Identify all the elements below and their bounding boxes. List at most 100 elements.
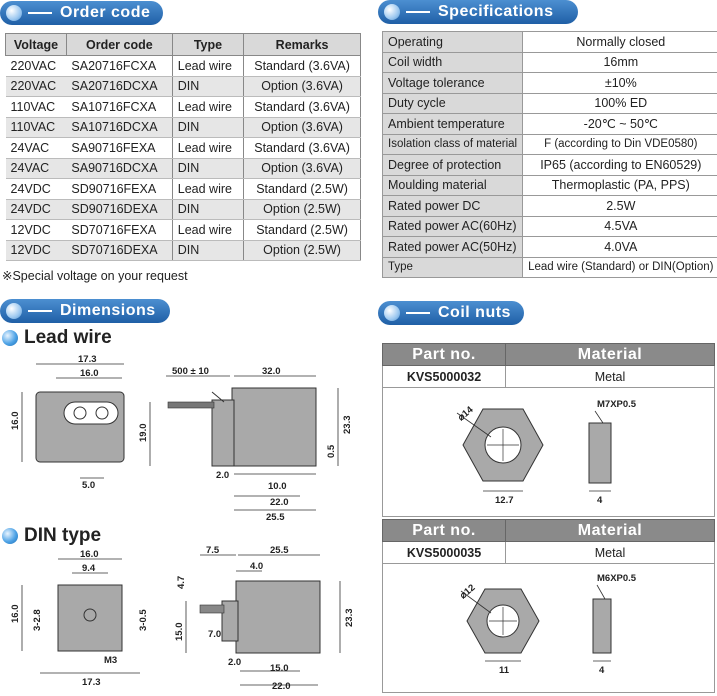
specifications-header: Specifications <box>378 0 578 24</box>
type-cell: Lead wire <box>172 220 243 241</box>
dim-d255: 25.5 <box>266 512 285 523</box>
din-side-view <box>236 581 320 653</box>
voltage-cell: 24VAC <box>6 138 67 159</box>
din-connector <box>222 601 238 641</box>
order-code-header: Order code <box>0 1 163 25</box>
nut-thick: 4 <box>599 665 605 676</box>
coil-nut-drawing-1: ⌀14 12.7 4 M7XP0.5 <box>382 387 715 517</box>
coil-nut-drawing-2: ⌀12 11 4 M6XP0.5 <box>382 563 715 693</box>
col-header: Voltage <box>6 34 67 56</box>
order-code-cell: SA10716DCXA <box>66 117 172 138</box>
spec-value: 100% ED <box>523 93 717 114</box>
dash-icon <box>406 11 430 13</box>
voltage-cell: 220VAC <box>6 56 67 77</box>
spec-row: Voltage tolerance±10% <box>383 73 717 94</box>
dim-d233: 23.3 <box>344 609 355 628</box>
remarks-cell: Option (3.6VA) <box>244 117 361 138</box>
nut-thick: 4 <box>597 495 603 506</box>
spec-value: 4.5VA <box>523 216 717 237</box>
bullet-icon <box>2 528 18 544</box>
type-cell: Lead wire <box>172 138 243 159</box>
dim-d40: 4.0 <box>250 561 263 572</box>
spec-key: Degree of protection <box>383 155 523 176</box>
voltage-cell: 24VDC <box>6 199 67 220</box>
spec-key: Duty cycle <box>383 93 523 114</box>
spec-value: Thermoplastic (PA, PPS) <box>523 175 717 196</box>
col-material-header: Material <box>506 520 715 542</box>
spec-key: Rated power DC <box>383 196 523 217</box>
dim-w1: 17.3 <box>78 354 97 365</box>
col-part-header: Part no. <box>383 344 506 366</box>
order-code-cell: SA10716FCXA <box>66 97 172 118</box>
spec-row: Ambient temperature-20℃ ~ 50℃ <box>383 114 717 135</box>
remarks-cell: Option (2.5W) <box>244 240 361 261</box>
col-part-header: Part no. <box>383 520 506 542</box>
spec-key: Rated power AC(60Hz) <box>383 216 523 237</box>
remarks-cell: Standard (3.6VA) <box>244 97 361 118</box>
spec-value: -20℃ ~ 50℃ <box>523 114 717 135</box>
spec-key: Coil width <box>383 52 523 73</box>
remarks-cell: Standard (2.5W) <box>244 220 361 241</box>
dim-d15: 15.0 <box>270 663 289 674</box>
order-code-cell: SD70716DEXA <box>66 240 172 261</box>
coil-nut-table-2: Part no. Material KVS5000035 Metal <box>382 519 715 564</box>
lead-wire-heading: Lead wire <box>2 327 112 349</box>
order-code-cell: SA20716FCXA <box>66 56 172 77</box>
dim-d22: 22.0 <box>272 681 291 692</box>
dim-bottom: 5.0 <box>82 480 95 491</box>
col-header: Type <box>172 34 243 56</box>
material: Metal <box>506 366 715 388</box>
nut-thread: M7XP0.5 <box>597 399 637 410</box>
order-code-cell: SA90716DCXA <box>66 158 172 179</box>
spec-key: Operating <box>383 32 523 53</box>
voltage-cell: 24VAC <box>6 158 67 179</box>
dim-pin: 3-0.5 <box>138 609 149 631</box>
nut-dia: ⌀12 <box>458 582 478 601</box>
voltage-cell: 12VDC <box>6 220 67 241</box>
nut-side-view <box>593 599 611 653</box>
bullet-icon <box>384 305 400 321</box>
type-cell: DIN <box>172 117 243 138</box>
dash-icon <box>28 12 52 14</box>
spec-value: Normally closed <box>523 32 717 53</box>
remarks-cell: Option (2.5W) <box>244 199 361 220</box>
din-drawing: 16.0 9.4 16.0 3-2.8 3-0.5 M3 17.3 7.5 25… <box>0 545 370 694</box>
dim-w2: 9.4 <box>82 563 96 574</box>
order-code-cell: SD90716FEXA <box>66 179 172 200</box>
dim-side: 3-2.8 <box>32 609 43 631</box>
din-front-view <box>58 585 122 651</box>
col-header: Order code <box>66 34 172 56</box>
lead-wire-drawing: 17.3 16.0 16.0 5.0 500 ± 10 32.0 19.0 23… <box>0 350 370 525</box>
dim-d255: 25.5 <box>270 545 289 556</box>
nut-dia: ⌀14 <box>456 404 476 423</box>
dim-w2: 16.0 <box>80 368 99 379</box>
spec-value: F (according to Din VDE0580) <box>523 134 717 155</box>
order-code-cell: SD90716DEXA <box>66 199 172 220</box>
nut-width: 12.7 <box>495 495 514 506</box>
dim-lead: 500 ± 10 <box>172 366 209 377</box>
spec-row: Rated power AC(50Hz)4.0VA <box>383 237 717 258</box>
dim-d70: 7.0 <box>208 629 221 640</box>
spec-key: Moulding material <box>383 175 523 196</box>
dim-w3: 17.3 <box>82 677 101 688</box>
lead-wire <box>168 402 214 408</box>
dim-d150: 15.0 <box>174 623 185 642</box>
type-cell: DIN <box>172 240 243 261</box>
dim-d20: 2.0 <box>228 657 241 668</box>
spec-value: 2.5W <box>523 196 717 217</box>
coil-window <box>64 402 118 424</box>
voltage-cell: 220VAC <box>6 76 67 97</box>
dim-len: 32.0 <box>262 366 281 377</box>
type-cell: Lead wire <box>172 179 243 200</box>
